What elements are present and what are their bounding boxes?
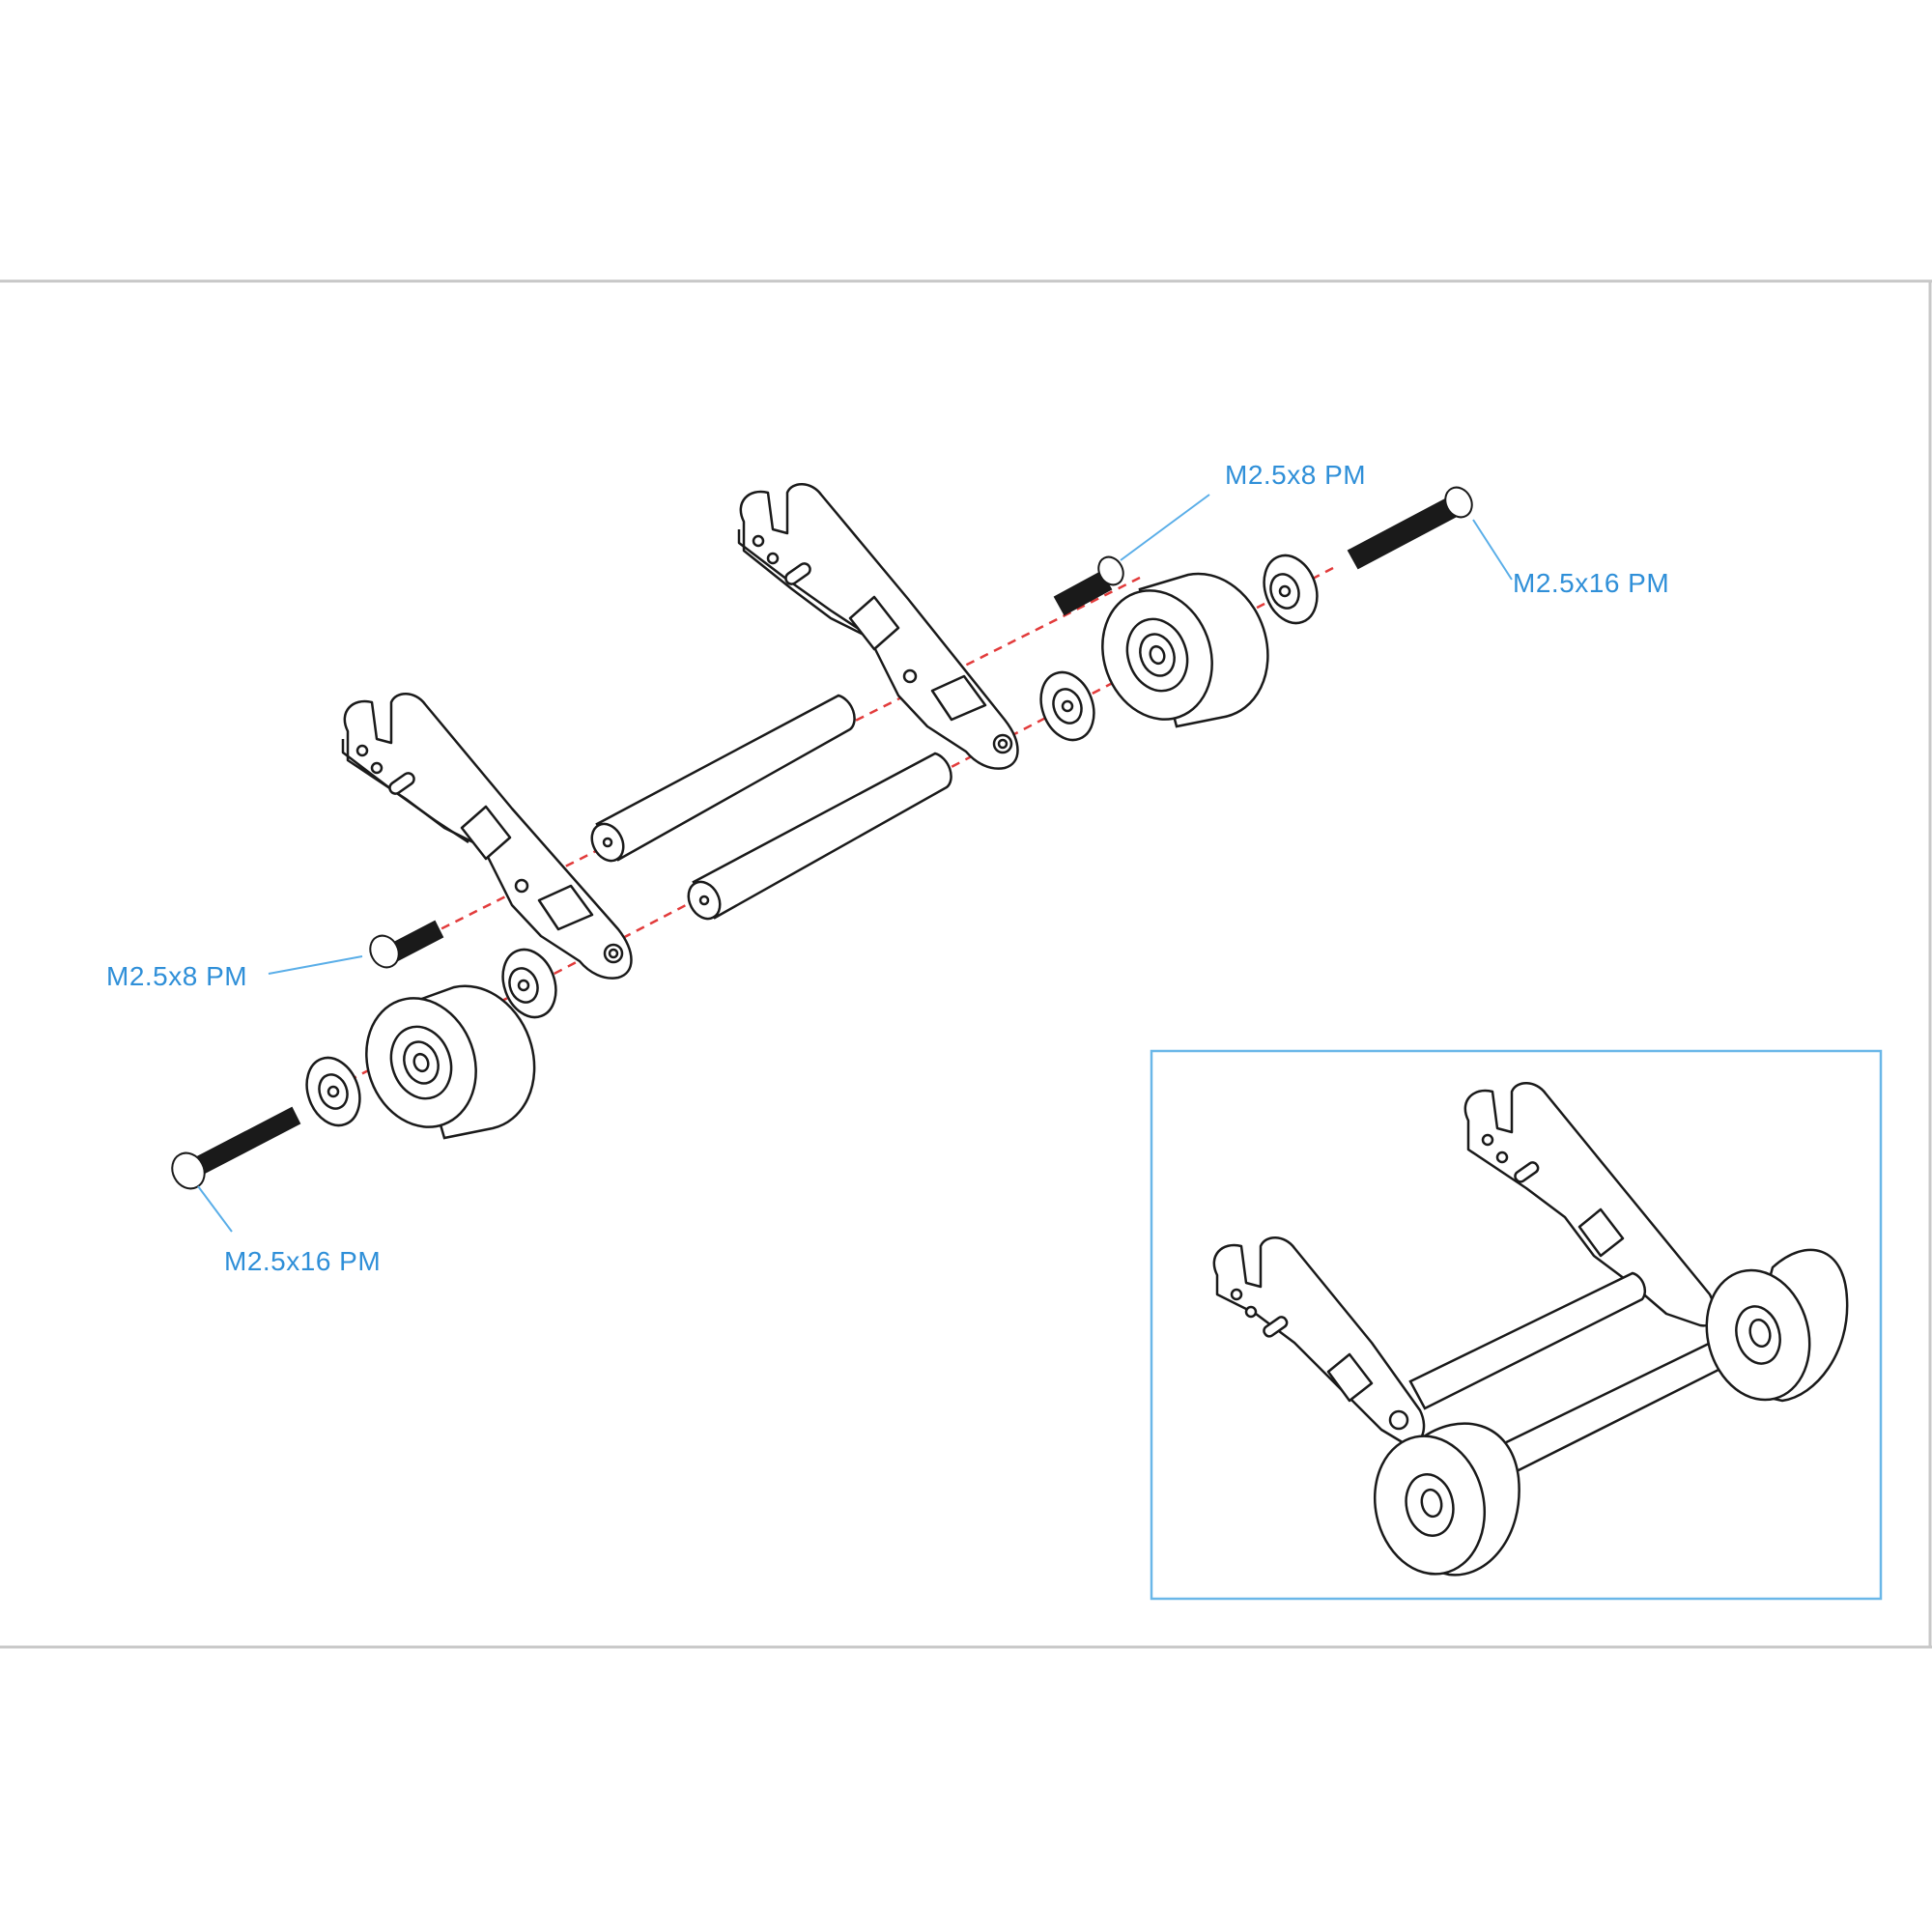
leader-lines <box>197 494 1513 1233</box>
bushing-bottom-outer <box>305 1056 361 1127</box>
callout-bottom-screw-long: M2.5x16 PM <box>224 1246 382 1276</box>
inset-roller-front <box>1373 1422 1520 1577</box>
inset-rear-plate <box>1463 1082 1717 1327</box>
inset-roller-rear <box>1705 1248 1849 1403</box>
bushing-bottom-inner <box>501 948 557 1019</box>
callout-bottom-screw-short: M2.5x8 PM <box>106 961 248 991</box>
bushing-top-outer <box>1263 554 1319 625</box>
bushing-top-inner <box>1039 670 1095 742</box>
screw-short-bottom <box>369 920 444 969</box>
screw-short-top <box>1053 555 1124 616</box>
assembled-inset <box>1150 1049 1883 1601</box>
front-arm-plate <box>341 693 633 980</box>
screw-long-top <box>1347 486 1473 570</box>
drawing-frame <box>0 279 1932 1649</box>
standoff-upper <box>590 694 856 863</box>
callout-top-screw-short: M2.5x8 PM <box>1225 460 1367 490</box>
callout-top-screw-long: M2.5x16 PM <box>1513 568 1670 598</box>
inset-front-plate <box>1212 1236 1426 1446</box>
roller-bottom <box>365 984 536 1140</box>
screw-long-bottom <box>171 1106 301 1190</box>
rear-arm-plate <box>737 483 1019 770</box>
standoff-lower <box>687 752 952 921</box>
roller-top <box>1101 572 1269 728</box>
